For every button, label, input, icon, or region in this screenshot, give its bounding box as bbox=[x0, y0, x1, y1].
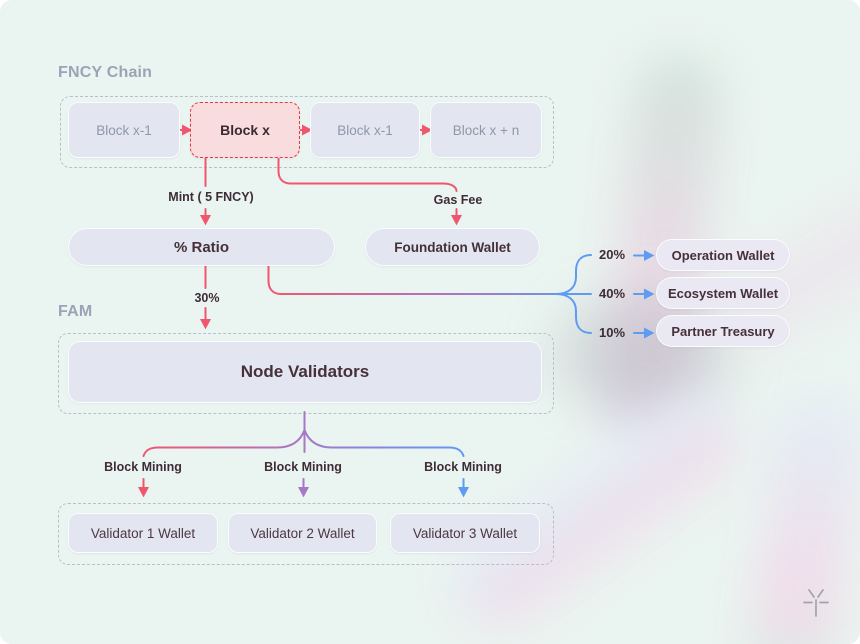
validator3-wallet-node: Validator 3 Wallet bbox=[390, 513, 540, 553]
distribution-percent-ecosystem: 40% bbox=[598, 286, 626, 301]
gas-fee-flow-label: Gas Fee bbox=[433, 193, 483, 207]
partner-treasury-node: Partner Treasury bbox=[656, 315, 790, 347]
validator-wallets-container bbox=[58, 503, 554, 565]
block-node-prev: Block x-1 bbox=[68, 102, 180, 158]
block-node-next: Block x-1 bbox=[310, 102, 420, 158]
section-heading-fncy-chain: FNCY Chain bbox=[58, 64, 153, 81]
foundation-wallet-node: Foundation Wallet bbox=[365, 228, 540, 266]
block-mining-label-1: Block Mining bbox=[104, 460, 182, 474]
distribution-percent-operation: 20% bbox=[598, 247, 626, 262]
node-validators-node: Node Validators bbox=[68, 341, 542, 403]
block-mining-label-3: Block Mining bbox=[424, 460, 502, 474]
distribution-percent-partner: 10% bbox=[598, 325, 626, 340]
block-node-future: Block x + n bbox=[430, 102, 542, 158]
ecosystem-wallet-node: Ecosystem Wallet bbox=[656, 277, 790, 309]
ratio-node: % Ratio bbox=[68, 228, 335, 266]
fncy-asterisk-icon bbox=[803, 589, 829, 617]
section-heading-fam: FAM bbox=[58, 303, 93, 320]
ratio-30pct-label: 30% bbox=[194, 291, 220, 305]
block-node-current: Block x bbox=[190, 102, 300, 158]
mint-flow-label: Mint ( 5 FNCY) bbox=[168, 190, 254, 204]
validator2-wallet-node: Validator 2 Wallet bbox=[228, 513, 377, 553]
validator1-wallet-node: Validator 1 Wallet bbox=[68, 513, 218, 553]
fam-container bbox=[58, 333, 554, 414]
block-mining-label-2: Block Mining bbox=[264, 460, 342, 474]
operation-wallet-node: Operation Wallet bbox=[656, 239, 790, 271]
